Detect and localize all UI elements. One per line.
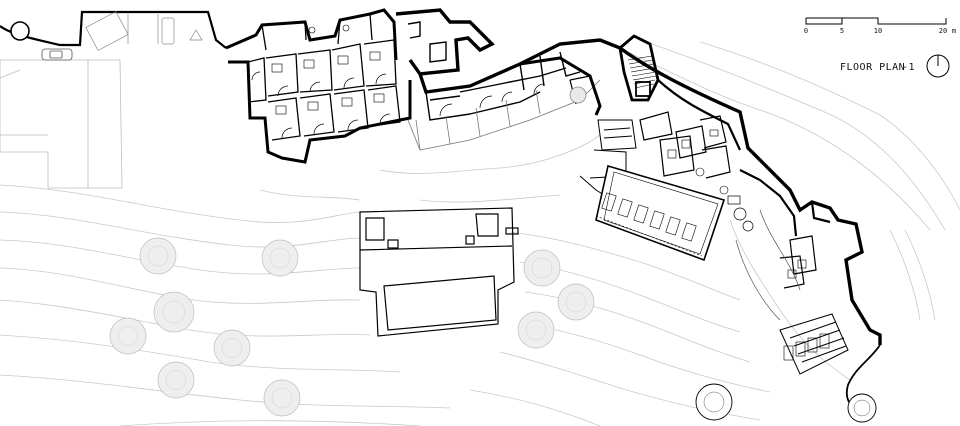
site-boundary	[0, 10, 227, 49]
east-wing-outer-wall	[618, 46, 882, 345]
tree-canopy-detail	[117, 245, 587, 409]
car-icon	[41, 48, 73, 61]
pool-seating	[727, 195, 754, 232]
scale-tick-20: 20	[939, 27, 947, 35]
central-wing-doors	[439, 83, 545, 117]
stair-core	[618, 34, 660, 102]
scale-bar: 0 5 10 20 m	[804, 17, 956, 35]
south-block	[359, 207, 519, 337]
plan-title: FLOOR PLAN	[840, 62, 905, 73]
west-wing-doors	[251, 71, 391, 139]
west-wing-partitions	[247, 13, 401, 141]
parking-area	[85, 11, 203, 51]
west-wing-walls	[225, 8, 412, 164]
west-wing-fixtures	[271, 24, 385, 115]
scale-tick-0: 0	[804, 27, 808, 35]
scale-tick-5: 5	[840, 27, 844, 35]
tree-symbol-icon	[109, 237, 595, 417]
east-wing-rooms	[639, 111, 817, 289]
north-arrow-icon	[926, 54, 950, 78]
lift-shaft	[635, 81, 651, 97]
pool-loungers	[595, 192, 703, 257]
east-garden-edge	[735, 209, 801, 321]
plan-level: -1	[902, 62, 915, 73]
scale-unit: m	[952, 27, 956, 35]
east-boundary	[845, 344, 881, 407]
lower-deck	[779, 313, 849, 375]
east-wing-fixtures	[667, 129, 807, 279]
tree-canopy-detail	[703, 391, 871, 417]
east-wing-inner-wall	[657, 79, 831, 237]
tree-symbol-icon	[695, 383, 877, 423]
pool	[595, 164, 726, 262]
scale-tick-10: 10	[874, 27, 882, 35]
neighbour-building	[0, 59, 123, 189]
terrain-contours	[0, 39, 960, 426]
lower-deck-loungers	[783, 333, 830, 361]
central-angled-unit	[519, 56, 602, 116]
tree-symbol-icon	[569, 86, 587, 104]
boundary-tree	[10, 21, 30, 41]
